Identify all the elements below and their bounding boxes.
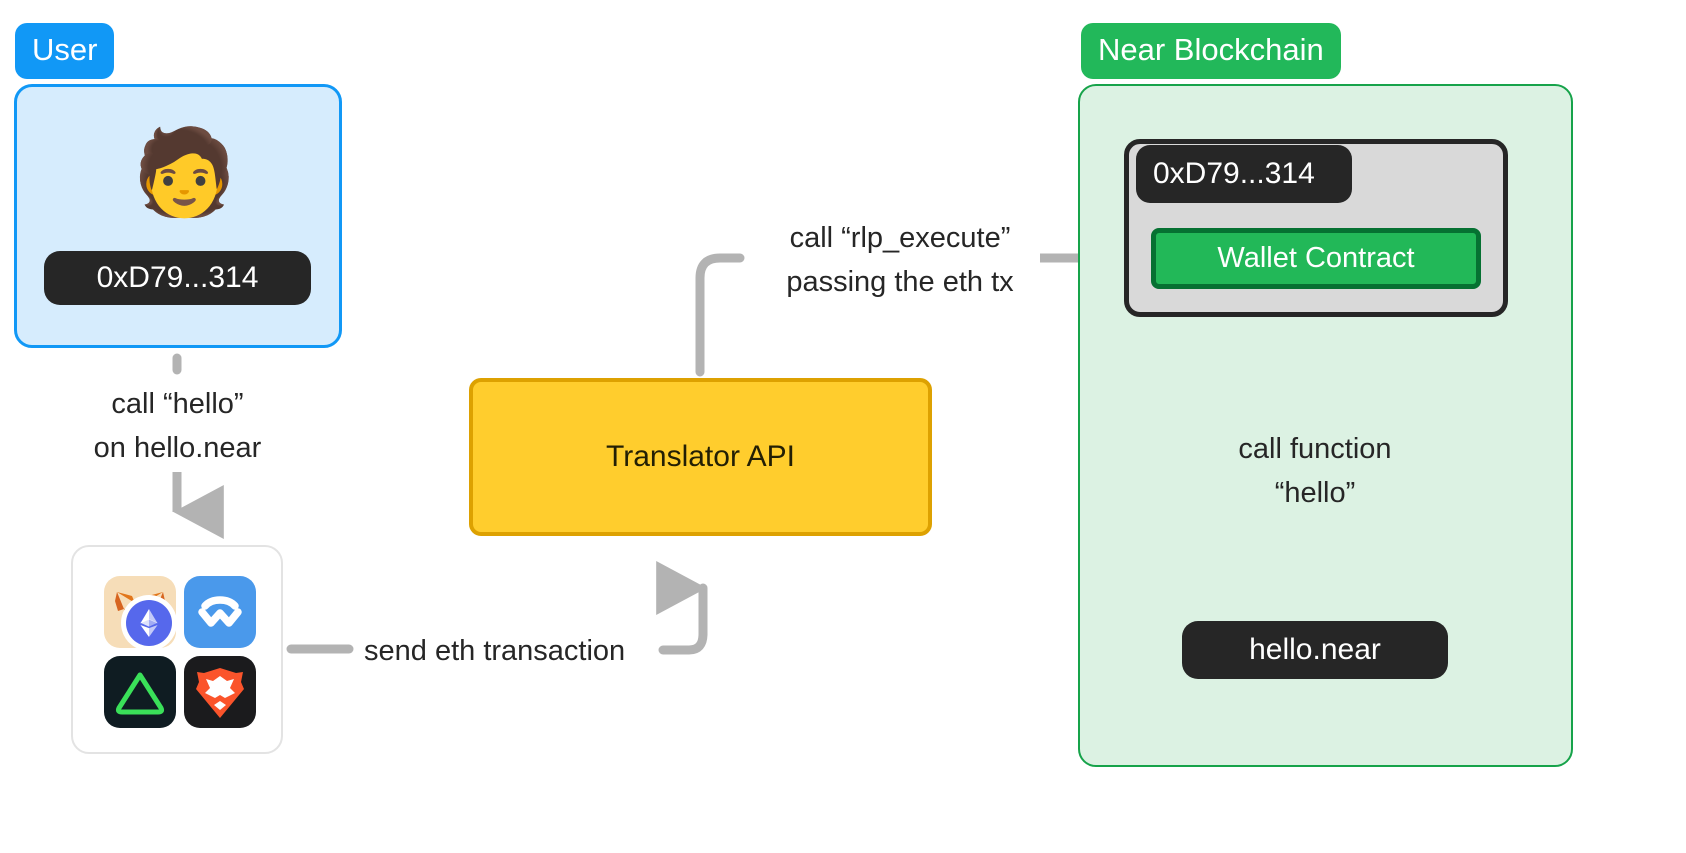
edge-label-line-1: call function [1238, 433, 1392, 465]
edge-label-wallets-to-translator: send eth transaction [364, 635, 626, 667]
brave-wallet-icon[interactable] [184, 656, 256, 728]
user-avatar-icon: 🧑 [132, 125, 237, 219]
hello-near-contract-pill: hello.near [1182, 621, 1448, 679]
edge-label-line-2: passing the eth tx [786, 266, 1014, 298]
wallet-contract-label: Wallet Contract [1217, 242, 1415, 274]
edge-label-translator-to-wallet-contract: call “rlp_execute” passing the eth tx [735, 216, 1065, 304]
user-address-pill: 0xD79...314 [44, 251, 311, 305]
edge-label-line-1: call “rlp_execute” [789, 222, 1011, 254]
edge-label-line-2: “hello” [1274, 477, 1356, 509]
group-badge-near: Near Blockchain [1081, 23, 1341, 79]
translator-api-label: Translator API [606, 440, 795, 473]
walletconnect-icon[interactable] [184, 576, 256, 648]
ethereum-icon [126, 600, 172, 646]
eth-wallet-apps-card [71, 545, 283, 754]
ethereum-badge [121, 595, 177, 651]
wallet-contract-address-pill: 0xD79...314 [1136, 145, 1352, 203]
translator-api-node[interactable]: Translator API [469, 378, 932, 536]
group-badge-user: User [15, 23, 115, 79]
edge-label-user-to-wallets: call “hello” on hello.near [40, 382, 315, 470]
edge-label-line-1: call “hello” [111, 388, 244, 420]
rainbow-wallet-icon[interactable] [104, 656, 176, 728]
edge-label-wallet-contract-to-hello-near: call function “hello” [1180, 427, 1450, 515]
edge-label-line-2: on hello.near [93, 432, 262, 464]
wallet-icon-grid [104, 576, 256, 728]
wallet-contract-node[interactable]: Wallet Contract [1151, 228, 1481, 289]
